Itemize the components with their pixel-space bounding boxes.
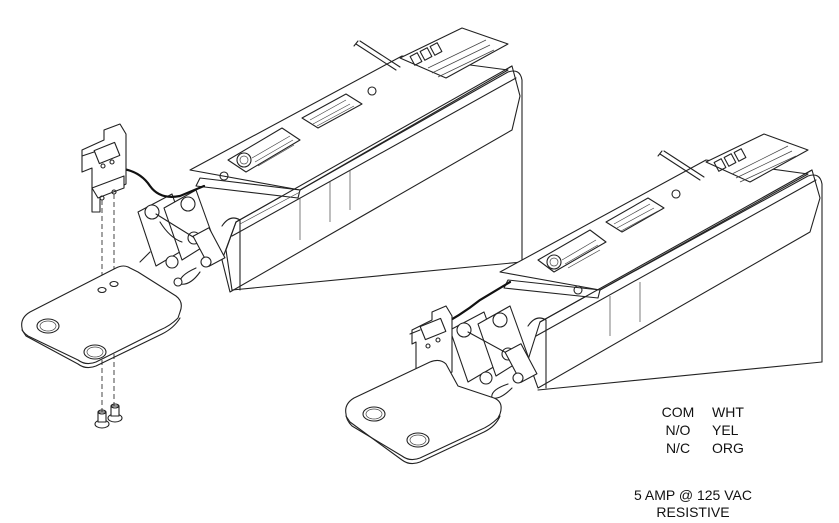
terminal-label: N/C: [665, 440, 691, 456]
wiring-legend: COM WHT N/O YEL N/C ORG: [652, 403, 762, 457]
right-assembly: [345, 133, 823, 465]
wire-color-label: ORG: [712, 440, 744, 456]
legend-row-nc: N/C ORG: [652, 439, 762, 457]
rating-line-1: 5 AMP @ 125 VAC: [634, 487, 752, 503]
rating-line-2: RESISTIVE: [656, 504, 730, 520]
electrical-rating: 5 AMP @ 125 VAC RESISTIVE: [628, 487, 758, 521]
wire-color-label: WHT: [712, 404, 744, 420]
left-assembly: [21, 27, 523, 429]
legend-row-no: N/O YEL: [652, 421, 762, 439]
legend-row-com: COM WHT: [652, 403, 762, 421]
terminal-label: N/O: [665, 422, 691, 438]
terminal-label: COM: [661, 404, 695, 420]
wire-color-label: YEL: [712, 422, 739, 438]
